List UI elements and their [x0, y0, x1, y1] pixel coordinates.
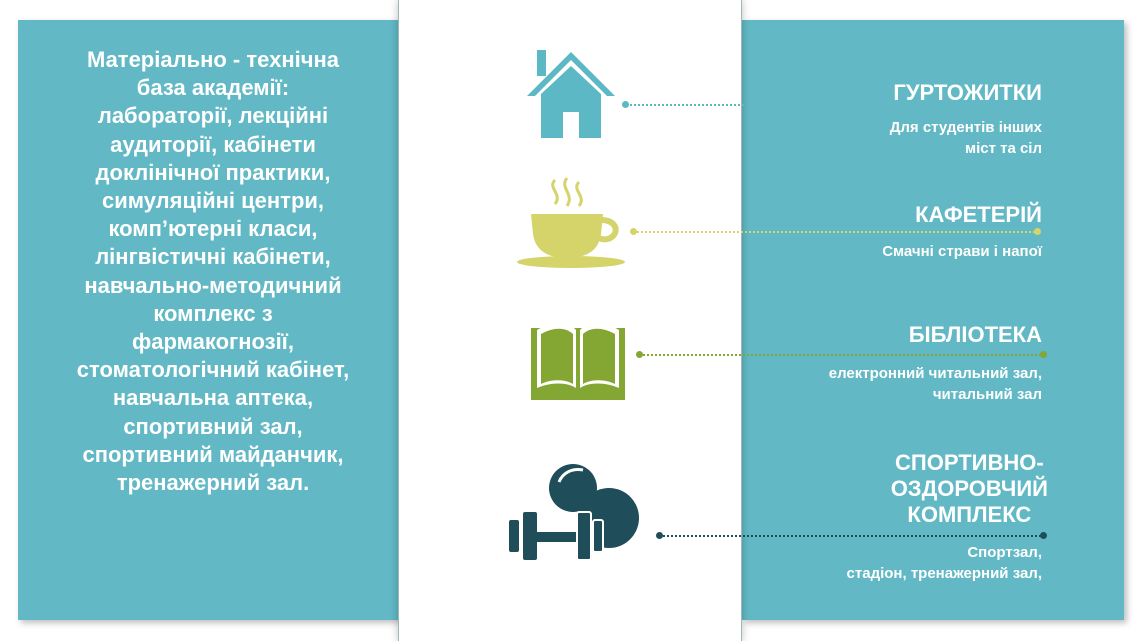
dumbbell-icon: [509, 464, 639, 561]
facilities-description-panel: Матеріально - технічна база академії: ла…: [18, 20, 398, 620]
connector-library: [640, 354, 1044, 356]
connector-end-dot-library: [1040, 351, 1047, 358]
cafeteria-title: КАФЕТЕРІЙ: [915, 202, 1042, 227]
library-subtitle: електронний читальний зал, читальний зал: [828, 365, 1042, 403]
icons-column: [398, 0, 742, 641]
connector-sports-complex: [660, 535, 1044, 537]
connector-cafeteria: [634, 231, 1038, 233]
facilities-description-text: Матеріально - технічна база академії: ла…: [76, 47, 350, 496]
connector-dot-cafeteria: [630, 228, 637, 235]
connector-dot-library: [636, 351, 643, 358]
sports-complex-title: СПОРТИВНО- ОЗДОРОВЧИЙ КОМПЛЕКС: [890, 450, 1048, 527]
house-icon: [527, 50, 615, 138]
library-title: БІБЛІОТЕКА: [908, 322, 1042, 347]
connector-dot-sports-complex: [656, 532, 663, 539]
cafeteria-subtitle: Смачні страви і напої: [882, 243, 1042, 260]
connector-dot-dormitory: [622, 101, 629, 108]
connector-dormitory: [626, 104, 744, 106]
dormitory-subtitle: Для студентів інших міст та сіл: [889, 119, 1042, 157]
book-icon: [531, 323, 625, 400]
connector-end-dot-cafeteria: [1034, 228, 1041, 235]
connector-end-dot-sports-complex: [1040, 532, 1047, 539]
coffee-cup-icon: [517, 177, 625, 268]
sports-complex-subtitle: Спортзал, стадіон, тренажерний зал,: [846, 544, 1042, 582]
services-panel: [742, 20, 1124, 620]
dormitory-title: ГУРТОЖИТКИ: [893, 80, 1042, 105]
